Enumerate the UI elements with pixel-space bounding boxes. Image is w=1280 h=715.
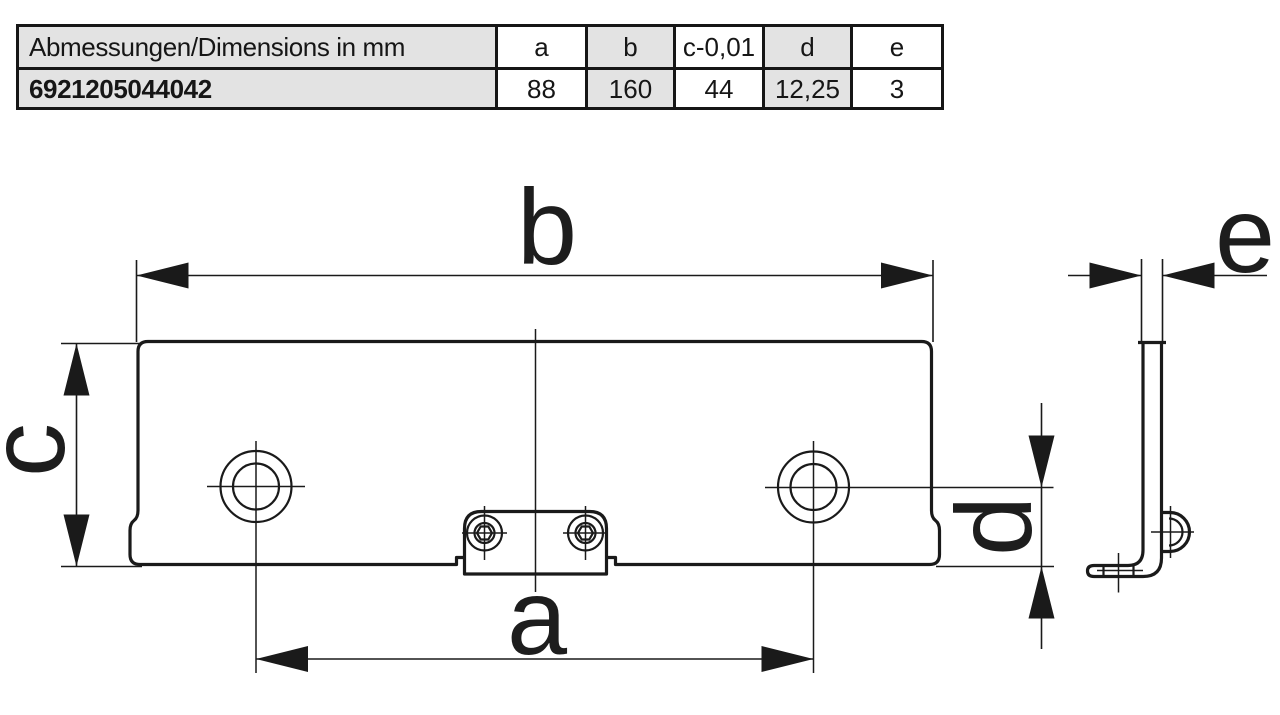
dimension-a: a	[256, 556, 814, 677]
column-c-header: c-0,01	[673, 24, 765, 70]
column-b-header: b	[585, 24, 676, 70]
dimension-d: d	[933, 403, 1055, 649]
dim-e-label: e	[1215, 174, 1275, 295]
dim-a-label: a	[507, 556, 568, 677]
dim-c-extension-lines	[61, 342, 142, 568]
column-e-header: e	[850, 24, 944, 70]
dimension-b: b	[135, 166, 934, 342]
value-c-cell: 44	[673, 67, 765, 110]
right-hole-crosshair	[765, 441, 1054, 673]
dim-d-label: d	[933, 496, 1054, 556]
left-hole-crosshair	[207, 441, 305, 673]
dim-e-arrow-left	[1089, 262, 1142, 289]
profile-foot-crosshair	[1097, 553, 1143, 593]
dimension-e: e	[1068, 174, 1275, 341]
value-d-cell: 12,25	[762, 67, 853, 110]
side-view	[1085, 340, 1194, 593]
dim-a-arrow-left	[256, 646, 308, 672]
tab-left-screw-crosshair	[462, 506, 507, 560]
dim-a-arrow-right	[761, 646, 814, 672]
value-e-cell: 3	[850, 67, 944, 110]
tab-right-screw-crosshair	[563, 506, 608, 560]
dim-b-extension-lines	[135, 260, 934, 342]
part-number-cell: 6921205044042	[16, 67, 498, 110]
profile-outline	[1085, 342, 1164, 579]
dim-b-arrow-left	[136, 262, 189, 289]
dim-c-arrow-bottom	[63, 514, 90, 567]
table-header-row: Abmessungen/Dimensions in mm a b c-0,01 …	[16, 24, 944, 70]
value-b-cell: 160	[585, 67, 676, 110]
value-a-cell: 88	[495, 67, 588, 110]
front-view	[128, 329, 1054, 673]
dim-c-label: c	[0, 423, 87, 477]
dim-e-arrow-right	[1162, 262, 1215, 289]
table-value-row: 6921205044042 88 160 44 12,25 3	[16, 67, 944, 110]
column-d-header: d	[762, 24, 853, 70]
plate-outline	[128, 339, 942, 567]
dim-b-arrow-right	[881, 262, 933, 289]
dim-c-arrow-top	[63, 343, 90, 396]
dimension-table: Abmessungen/Dimensions in mm a b c-0,01 …	[16, 24, 944, 110]
dim-b-label: b	[517, 166, 577, 287]
screw-head-crosshair	[1151, 506, 1194, 558]
dim-d-arrow-top	[1028, 435, 1055, 488]
dimension-header-cell: Abmessungen/Dimensions in mm	[16, 24, 498, 70]
dim-e-extension-lines	[1140, 259, 1164, 341]
column-a-header: a	[495, 24, 588, 70]
dim-d-arrow-bottom	[1028, 566, 1055, 619]
dimension-c: c	[0, 342, 142, 568]
